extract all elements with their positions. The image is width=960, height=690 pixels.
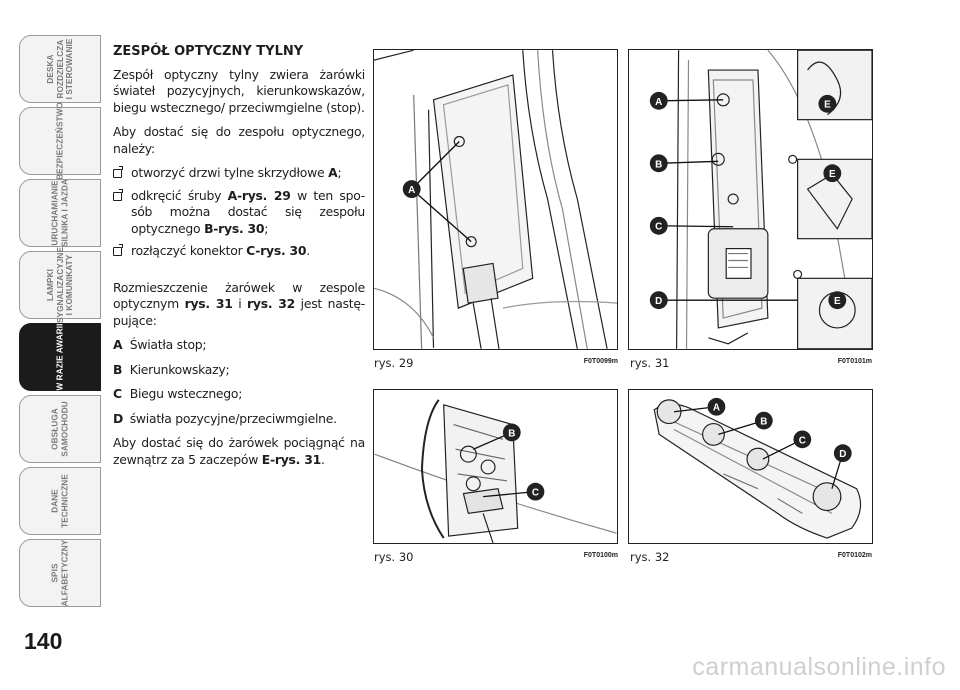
callout-label: C — [532, 488, 539, 499]
checkbox-bullet-icon — [113, 166, 123, 178]
tab-label: W RAZIE AWARII — [55, 323, 65, 391]
legend-item: D światła pozycyjne/przeciwmgielne. — [113, 410, 337, 426]
layout-paragraph: Rozmieszczenie żarówek w zespole optyczn… — [113, 279, 366, 328]
callout-label: A — [713, 403, 720, 414]
figure-31-caption: rys. 31 — [630, 356, 670, 370]
tab-spis[interactable]: SPIS ALFABETYCZNY — [19, 539, 101, 607]
tab-deska-rozdzielcza[interactable]: DESKA ROZDZIELCZA I STEROWANIE — [19, 35, 101, 103]
section-heading: ZESPÓŁ OPTYCZNY TYLNY — [113, 44, 304, 59]
callout-label: B — [655, 159, 662, 170]
figure-31-drawing: A B C D E E E — [649, 50, 872, 349]
figure-32: A B C D — [628, 389, 873, 544]
figure-30: B C — [373, 389, 618, 544]
steps-list: otworzyć drzwi tylne skrzydłowe A; odkrę… — [113, 165, 365, 260]
figure-32-drawing: A B C D — [653, 397, 862, 539]
access-paragraph: Aby dostać się do zespołu optycznego, na… — [113, 124, 365, 156]
callout-label: D — [655, 296, 662, 307]
callout-label: A — [655, 97, 662, 108]
tab-label: URUCHAMIANIE SILNIKA I JAZDA — [50, 178, 70, 248]
tab-w-razie-awarii[interactable]: W RAZIE AWARII — [19, 323, 101, 391]
figure-30-caption: rys. 30 — [374, 550, 414, 564]
watermark: carmanualsonline.info — [692, 653, 946, 681]
tab-label: BEZPIECZEŃSTWO — [55, 102, 65, 180]
callout-label: E — [834, 296, 841, 307]
step-item: otworzyć drzwi tylne skrzydłowe A; — [113, 165, 365, 182]
tab-lampki[interactable]: LAMPKI SYGNALIZACYJNE I KOMUNIKATY — [19, 247, 101, 323]
checkbox-bullet-icon — [113, 188, 123, 201]
step-item: odkręcić śruby A-rys. 29 w ten spo-sób m… — [113, 188, 365, 238]
step-item: rozłączyć konektor C-rys. 30. — [113, 243, 365, 260]
figure-31: A B C D E E E — [628, 49, 873, 350]
page-number: 140 — [24, 628, 63, 654]
callout-label: B — [508, 428, 515, 439]
legend-item: C Biegu wstecznego; — [113, 386, 243, 401]
figure-29-code: F0T0099m — [583, 358, 618, 365]
tab-bezpieczenstwo[interactable]: BEZPIECZEŃSTWO — [19, 102, 101, 180]
callout-label: E — [824, 100, 831, 111]
text-column: ZESPÓŁ OPTYCZNY TYLNY Zespół optyczny ty… — [113, 44, 365, 476]
tab-dane-techniczne[interactable]: DANE TECHNICZNE — [19, 467, 101, 535]
checkbox-bullet-icon — [113, 244, 123, 256]
figure-32-caption: rys. 32 — [630, 550, 670, 564]
callout-label: B — [760, 417, 767, 428]
figure-32-code: F0T0102m — [837, 552, 872, 559]
figure-31-code: F0T0101m — [837, 358, 872, 365]
tab-label: LAMPKI SYGNALIZACYJNE I KOMUNIKATY — [45, 246, 74, 324]
callout-label: D — [839, 449, 846, 460]
figure-29-drawing: A — [374, 50, 617, 349]
tab-obsluga[interactable]: OBSŁUGA SAMOCHODU — [19, 395, 101, 463]
callout-label: C — [799, 435, 806, 446]
figure-30-drawing: B C — [374, 399, 617, 543]
callout-label: A — [408, 185, 415, 196]
tab-uruchamianie[interactable]: URUCHAMIANIE SILNIKA I JAZDA — [19, 179, 101, 247]
callout-label: E — [829, 169, 836, 180]
intro-paragraph: Zespół optyczny tylny zwiera żarówki świ… — [113, 66, 365, 115]
tab-label: SPIS ALFABETYCZNY — [50, 539, 70, 607]
callout-label: C — [655, 222, 662, 233]
figure-30-code: F0T0100m — [583, 552, 618, 559]
legend-item: B Kierunkowskazy; — [113, 361, 230, 377]
tab-label: DESKA ROZDZIELCZA I STEROWANIE — [45, 38, 74, 100]
outro-paragraph: Aby dostać się do żarówek pociągnąć na z… — [113, 435, 365, 467]
figure-29: A — [373, 49, 618, 350]
figure-29-caption: rys. 29 — [374, 356, 414, 370]
legend-item: A Światła stop; — [113, 337, 207, 352]
tab-label: DANE TECHNICZNE — [50, 474, 70, 528]
tab-label: OBSŁUGA SAMOCHODU — [50, 401, 70, 457]
